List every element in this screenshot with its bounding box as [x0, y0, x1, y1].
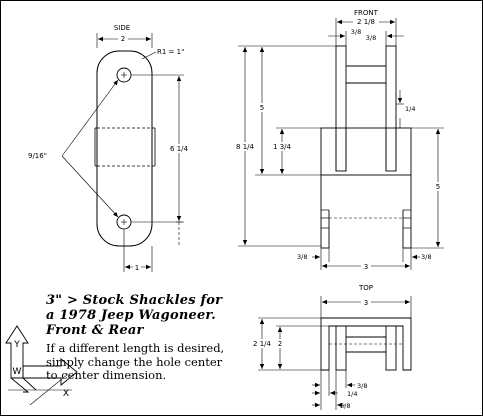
title-line-3: Front & Rear	[46, 323, 144, 338]
notes: If a different length is desired, simply…	[46, 341, 236, 383]
title-line-1: 3" > Stock Shackles for	[46, 293, 223, 308]
front-overlap-dim: 1 3/4	[273, 143, 291, 151]
side-view-title: SIDE	[114, 24, 130, 32]
top-dim-b: 1/4	[347, 390, 357, 398]
top-inner-height-dim: 2	[278, 340, 282, 348]
top-view-title: TOP	[358, 284, 373, 292]
top-outer-bracket	[320, 317, 412, 371]
side-plate-outline	[96, 50, 153, 247]
front-lower-height-dim: 5	[436, 183, 440, 191]
side-view: SIDE 2 R1 = 1"	[28, 24, 190, 272]
front-upper-height-dim: 5	[260, 104, 264, 112]
top-outer-height-dim: 2 1/4	[253, 340, 271, 348]
lower-hole	[116, 214, 132, 230]
axis-label-w: W	[13, 367, 22, 377]
front-right-plate	[385, 45, 397, 172]
axis-label-y: Y	[13, 340, 20, 350]
side-width-dim: 2	[121, 35, 125, 43]
axis-icon: Y W X	[5, 325, 78, 406]
front-view-title: FRONT	[354, 9, 379, 17]
side-radius-dim: R1 = 1"	[157, 48, 184, 56]
note-line-1: If a different length is desired,	[46, 341, 225, 355]
note-line-3: to center dimension.	[46, 368, 167, 382]
top-left-plate	[335, 325, 347, 371]
top-view: TOP 3 2 1/4 2 3/8 1/	[249, 284, 412, 410]
front-left-plate	[335, 45, 347, 172]
front-overall-height-dim: 8 1/4	[236, 143, 254, 151]
front-plate-dim-left: 3/8	[351, 28, 361, 36]
note-line-2: simply change the hole center	[46, 354, 223, 369]
hole-size-dim: 9/16"	[28, 152, 47, 160]
front-bottom-dim-left: 3/8	[297, 253, 307, 261]
top-dim-c: 5/8	[340, 402, 350, 410]
title-block: 3" > Stock Shackles for a 1978 Jeep Wago…	[46, 293, 236, 383]
side-center-dim: 6 1/4	[170, 145, 188, 153]
front-view: FRONT 2 1/8 3/8 3/8	[232, 9, 444, 271]
front-plate-dim-right: 3/8	[366, 34, 376, 42]
upper-hole	[116, 67, 132, 83]
top-width-dim: 3	[364, 299, 368, 307]
top-dim-a: 3/8	[357, 382, 367, 390]
front-overall-width-dim: 2 1/8	[357, 18, 375, 26]
front-lower-bracket	[320, 127, 412, 176]
front-flange-dim: 1/4	[405, 105, 415, 113]
side-offset-dim: 1	[135, 264, 139, 272]
title-line-2: a 1978 Jeep Wagoneer.	[46, 308, 216, 323]
axis-label-x: X	[63, 389, 69, 399]
front-bottom-dim-right: 3/8	[421, 253, 431, 261]
front-base-width-dim: 3	[364, 263, 368, 271]
top-right-plate	[385, 325, 397, 371]
